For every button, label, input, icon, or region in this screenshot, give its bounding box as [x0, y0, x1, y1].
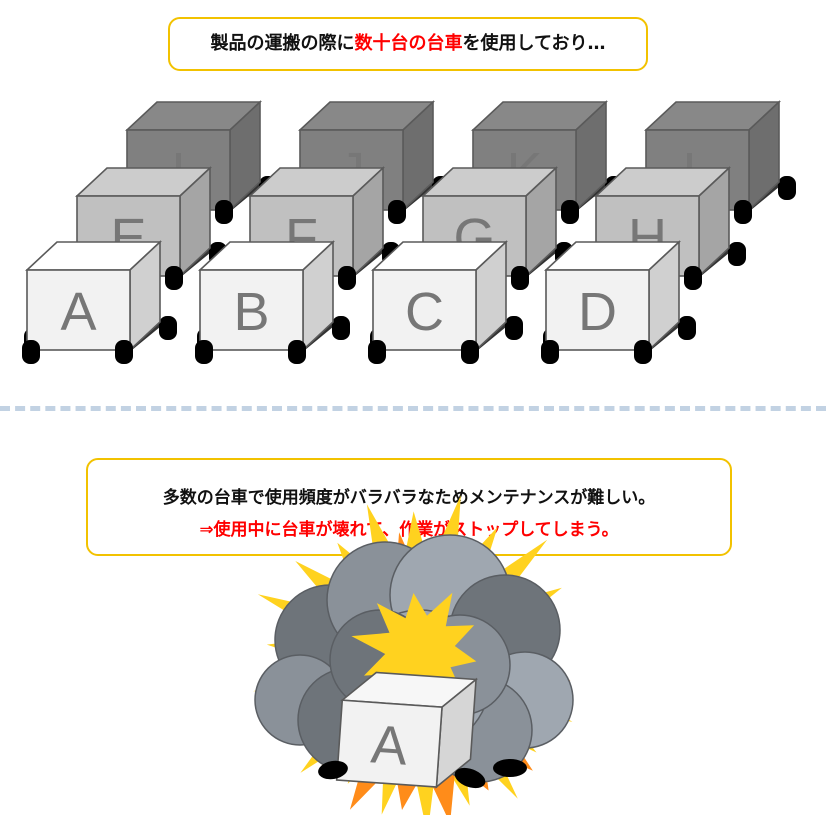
loose-wheel [318, 760, 348, 780]
wheel [165, 266, 183, 290]
cart-label: A [60, 282, 96, 342]
wheel [338, 266, 356, 290]
wheel [541, 340, 559, 364]
cart-label: B [233, 282, 269, 342]
wheel [461, 340, 479, 364]
wheel [195, 340, 213, 364]
cart-rows: IJKLEFGHABCD [22, 100, 796, 364]
top-message-before: 製品の運搬の際に [210, 33, 355, 54]
cart-label: C [405, 282, 444, 342]
wheel [728, 242, 746, 266]
broken-cart-group: A [335, 671, 479, 789]
wheel [634, 340, 652, 364]
wheel [778, 176, 796, 200]
wheel [332, 316, 350, 340]
loose-wheel [454, 767, 486, 789]
wheel [678, 316, 696, 340]
top-message-box: 製品の運搬の際に数十台の台車を使用しており… [168, 17, 648, 71]
wheel [288, 340, 306, 364]
wheel [511, 266, 529, 290]
top-message-emphasis: 数十台の台車 [354, 33, 463, 54]
explosion-illustration: A [253, 495, 574, 815]
broken-cart-label: A [369, 714, 409, 776]
wheel [22, 340, 40, 364]
cart-D: D [541, 240, 696, 364]
wheel [368, 340, 386, 364]
cart-label: D [578, 282, 617, 342]
wheel [734, 200, 752, 224]
loose-wheel [493, 759, 527, 777]
cart-front-face [545, 269, 650, 351]
wheel [159, 316, 177, 340]
cart-A: A [22, 240, 177, 364]
broken-cart-front [335, 699, 443, 788]
cart-C: C [368, 240, 523, 364]
wheel [684, 266, 702, 290]
cart-front-face [372, 269, 477, 351]
cart-front-face [199, 269, 304, 351]
wheel [215, 200, 233, 224]
wheel [388, 200, 406, 224]
wheel [505, 316, 523, 340]
section-divider [0, 406, 826, 411]
cart-front-face [26, 269, 131, 351]
cart-B: B [195, 240, 350, 364]
top-message-after: を使用しており… [462, 33, 606, 54]
wheel [115, 340, 133, 364]
bottom-message-line2: ⇒使用中に台車が壊れて、作業がストップしてしまう。 [199, 520, 619, 540]
wheel [561, 200, 579, 224]
bottom-message-line1: 多数の台車で使用頻度がバラバラなためメンテナンスが難しい。 [162, 488, 656, 508]
